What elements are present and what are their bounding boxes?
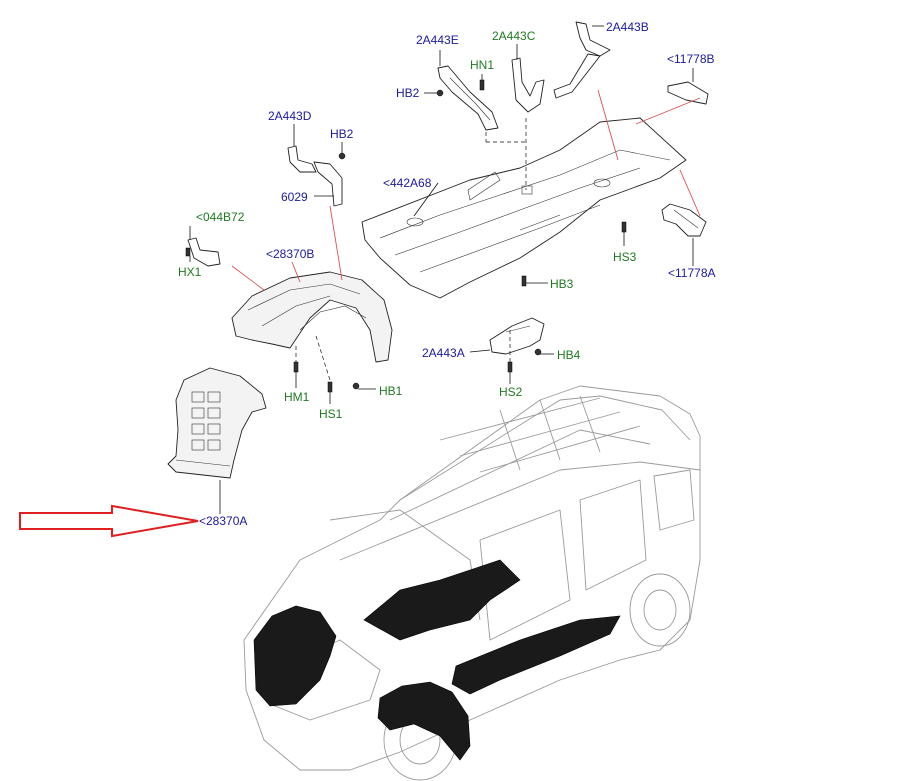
label-HS3: HS3 bbox=[613, 250, 637, 264]
underbody-shield-part bbox=[361, 117, 687, 299]
bracket-2A443D-part bbox=[287, 145, 343, 207]
label-HB3: HB3 bbox=[550, 277, 574, 291]
bracket-2A443E-part bbox=[437, 65, 499, 131]
leader-lines bbox=[189, 25, 701, 514]
label-6029: 6029 bbox=[281, 190, 308, 204]
wheel-arch-liner-28370A-part bbox=[167, 367, 267, 479]
label-HS2: HS2 bbox=[499, 385, 523, 399]
bracket-11778A-part bbox=[661, 203, 707, 237]
vehicle-illustration bbox=[243, 385, 701, 781]
label-11778A: <11778A bbox=[668, 266, 716, 280]
label-2A443C: 2A443C bbox=[492, 29, 536, 43]
bracket-2A443A-part bbox=[489, 317, 545, 355]
label-HB2-left: HB2 bbox=[330, 127, 354, 141]
label-HM1: HM1 bbox=[284, 390, 310, 404]
label-28370B: <28370B bbox=[266, 247, 314, 261]
label-2A443B: 2A443B bbox=[606, 20, 649, 34]
bracket-11778B-part bbox=[667, 81, 709, 105]
label-HN1: HN1 bbox=[470, 58, 494, 72]
label-2A443D: 2A443D bbox=[268, 109, 312, 123]
label-11778B: <11778B bbox=[667, 52, 715, 66]
label-28370A: <28370A bbox=[199, 514, 247, 528]
highlight-arrow bbox=[19, 504, 199, 538]
bracket-2A443B-part bbox=[553, 21, 611, 99]
label-HX1: HX1 bbox=[178, 265, 202, 279]
label-HB4: HB4 bbox=[557, 348, 581, 362]
label-2A443E: 2A443E bbox=[416, 33, 459, 47]
wheel-arch-liner-28370B-part bbox=[231, 271, 393, 363]
bracket-044B72-part bbox=[187, 237, 221, 267]
bracket-2A443C-part bbox=[511, 57, 545, 113]
label-HS1: HS1 bbox=[319, 407, 343, 421]
label-HB2-top: HB2 bbox=[396, 86, 420, 100]
label-442A68: <442A68 bbox=[383, 176, 432, 190]
label-044B72: <044B72 bbox=[196, 210, 245, 224]
label-2A443A: 2A443A bbox=[422, 346, 465, 360]
label-HB1: HB1 bbox=[379, 384, 403, 398]
